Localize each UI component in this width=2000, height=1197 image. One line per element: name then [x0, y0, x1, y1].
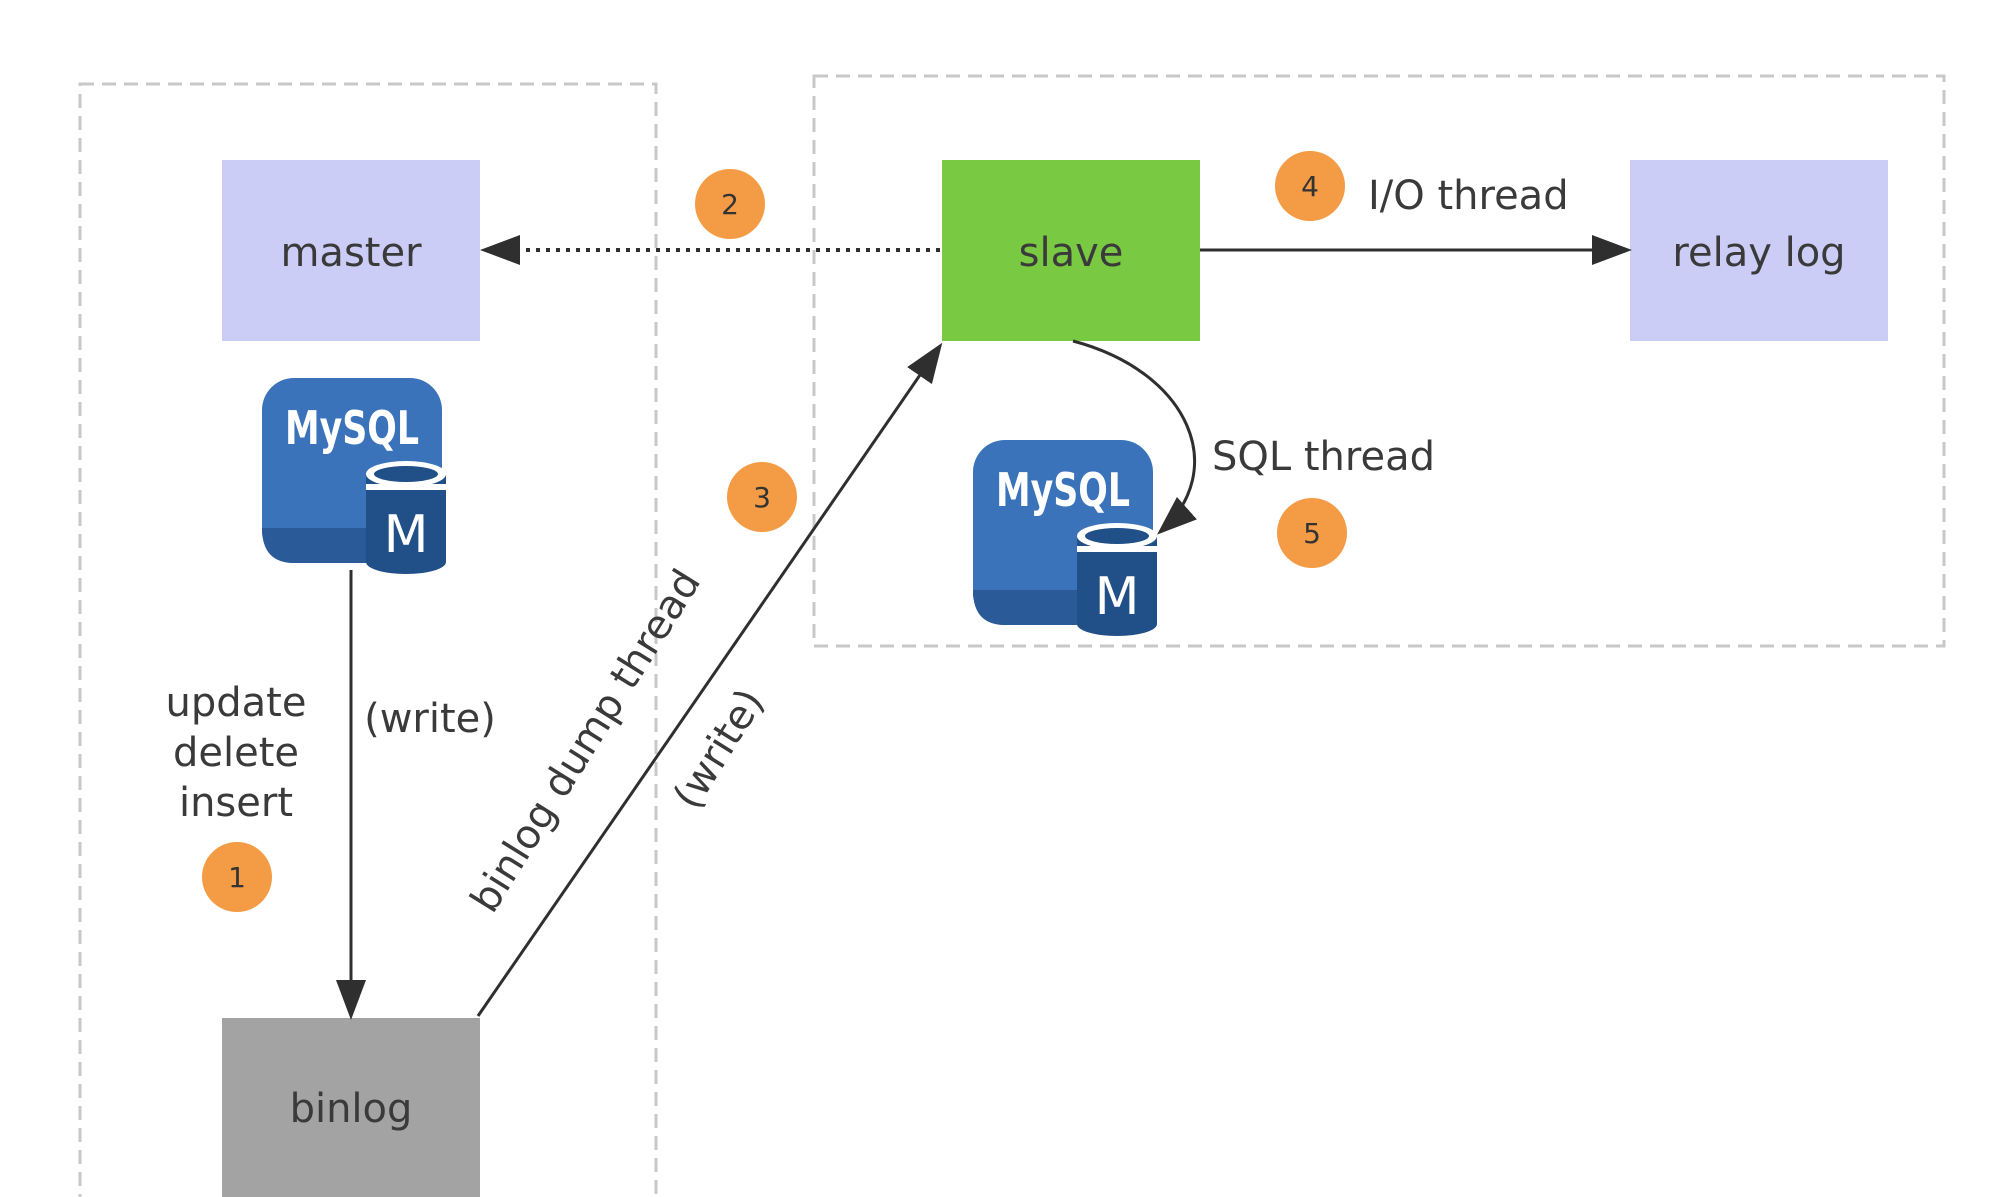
step-badge-1: 1 — [202, 842, 272, 912]
relay-log-label: relay log — [1672, 230, 1845, 276]
mysql-database-icon: MySQL M — [973, 440, 1157, 636]
master-label: master — [280, 230, 422, 276]
mysql-database-icon: MySQL M — [262, 378, 446, 574]
master-node: master — [222, 160, 480, 341]
slave-node: slave — [942, 160, 1200, 341]
arrow-binlog-to-slave — [476, 342, 943, 1017]
svg-text:3: 3 — [753, 481, 771, 514]
svg-text:4: 4 — [1301, 170, 1319, 203]
op-update: update — [166, 680, 307, 726]
step-badge-5: 5 — [1277, 498, 1347, 568]
mysql-logo-text: MySQL — [996, 463, 1130, 517]
binlog-dump-thread-label: binlog dump thread — [462, 562, 710, 921]
cylinder-icon: M — [366, 461, 446, 574]
arrow-slave-to-mysql — [1072, 339, 1197, 535]
svg-text:1: 1 — [228, 861, 246, 894]
binlog-node: binlog — [222, 1018, 480, 1197]
op-insert: insert — [179, 780, 293, 826]
io-thread-label: I/O thread — [1368, 173, 1569, 219]
relay-log-node: relay log — [1630, 160, 1888, 341]
sql-thread-label: SQL thread — [1212, 434, 1435, 480]
slave-group-border — [812, 74, 1946, 648]
operations-label: update delete insert — [166, 680, 307, 826]
mysql-logo-text: MySQL — [285, 401, 419, 455]
binlog-label: binlog — [290, 1086, 413, 1132]
mysql-badge-letter: M — [1095, 567, 1140, 627]
op-delete: delete — [173, 730, 299, 776]
cylinder-icon: M — [1077, 523, 1157, 636]
step-badge-2: 2 — [695, 169, 765, 239]
step-badge-3: 3 — [727, 462, 797, 532]
write-label-dump: (write) — [665, 681, 774, 817]
slave-label: slave — [1019, 230, 1124, 276]
mysql-badge-letter: M — [384, 505, 429, 565]
master-group-border — [78, 82, 658, 1197]
write-label-master: (write) — [364, 696, 496, 742]
svg-text:5: 5 — [1303, 517, 1321, 550]
step-badge-4: 4 — [1275, 151, 1345, 221]
svg-text:2: 2 — [721, 188, 739, 221]
